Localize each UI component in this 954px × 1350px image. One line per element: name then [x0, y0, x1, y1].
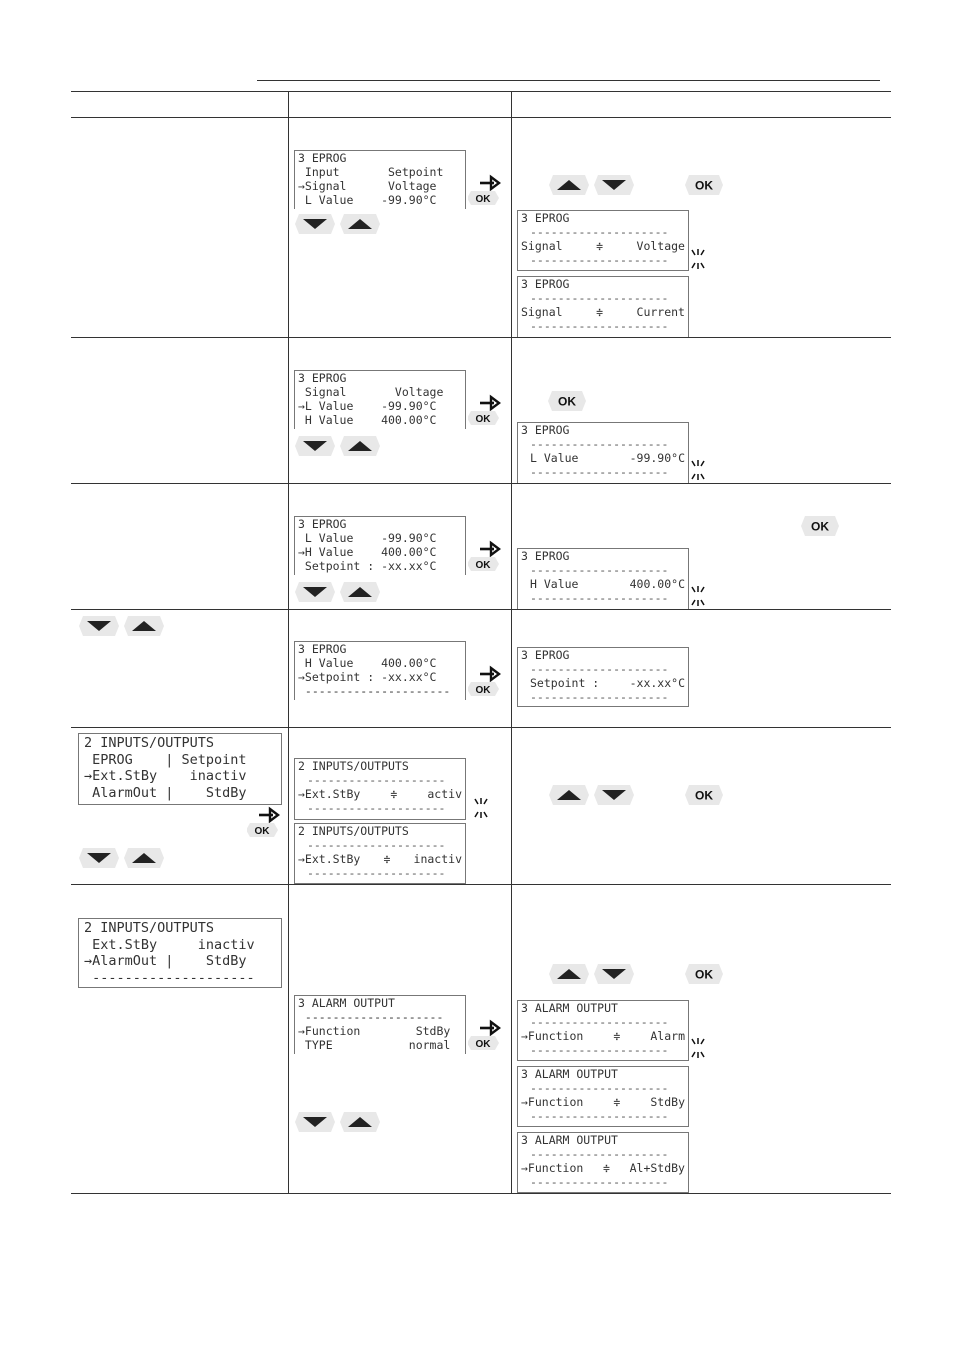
- right-arrow-ok-icon[interactable]: OK: [467, 1018, 502, 1052]
- svg-text:OK: OK: [476, 414, 492, 425]
- blink-icon: [689, 247, 707, 271]
- down-arrow-button-icon[interactable]: [79, 848, 119, 868]
- blink-icon: [689, 458, 707, 482]
- lcd-screen-eprog-l-value: 3 EPROG Signal Voltage →L Value -99.90°C…: [294, 370, 466, 429]
- lcd-screen-extstby-inactiv: 2 INPUTS/OUTPUTS -------------------- →E…: [294, 823, 466, 884]
- lcd-screen-alarm-output-function: 3 ALARM OUTPUT -------------------- →Fun…: [294, 995, 466, 1054]
- down-arrow-button-icon[interactable]: [594, 175, 634, 195]
- svg-text:OK: OK: [811, 520, 829, 534]
- table-header-line: [71, 117, 891, 118]
- svg-text:OK: OK: [695, 179, 713, 193]
- lcd-screen-function-alarm: 3 ALARM OUTPUT -------------------- →Fun…: [517, 1000, 689, 1061]
- up-arrow-button-icon[interactable]: [124, 616, 164, 636]
- down-arrow-button-icon[interactable]: [594, 964, 634, 984]
- row-divider: [71, 727, 891, 728]
- up-arrow-button-icon[interactable]: [340, 214, 380, 234]
- right-arrow-ok-icon[interactable]: OK: [467, 664, 502, 698]
- down-arrow-button-icon[interactable]: [594, 785, 634, 805]
- blink-icon: [689, 1036, 707, 1060]
- lcd-screen-eprog-signal: 3 EPROG Input Setpoint →Signal Voltage L…: [294, 150, 466, 209]
- ok-button-icon[interactable]: OK: [685, 785, 723, 805]
- down-arrow-button-icon[interactable]: [295, 436, 335, 456]
- right-arrow-ok-icon[interactable]: OK: [467, 539, 502, 573]
- up-arrow-button-icon[interactable]: [340, 582, 380, 602]
- down-arrow-button-icon[interactable]: [295, 582, 335, 602]
- up-arrow-button-icon[interactable]: [549, 175, 589, 195]
- header-rule: [257, 80, 880, 81]
- svg-text:OK: OK: [476, 560, 492, 571]
- lcd-screen-function-al-stdby: 3 ALARM OUTPUT -------------------- →Fun…: [517, 1132, 689, 1193]
- svg-text:OK: OK: [558, 395, 576, 409]
- lcd-screen-setpoint-view: 3 EPROG -------------------- Setpoint :-…: [517, 647, 689, 707]
- lcd-screen-signal-voltage: 3 EPROG -------------------- Signal≑Volt…: [517, 210, 689, 271]
- lcd-screen-signal-current: 3 EPROG -------------------- Signal≑Curr…: [517, 276, 689, 337]
- row-divider: [71, 884, 891, 885]
- lcd-screen-function-stdby: 3 ALARM OUTPUT -------------------- →Fun…: [517, 1066, 689, 1127]
- svg-text:OK: OK: [476, 1039, 492, 1050]
- column-divider: [288, 91, 289, 1193]
- ok-button-icon[interactable]: OK: [548, 391, 586, 411]
- lcd-screen-eprog-h-value: 3 EPROG L Value -99.90°C →H Value 400.00…: [294, 516, 466, 575]
- svg-text:OK: OK: [255, 826, 271, 837]
- right-arrow-ok-icon[interactable]: OK: [246, 805, 281, 839]
- row-divider: [71, 337, 891, 338]
- row-divider: [71, 609, 891, 610]
- svg-text:OK: OK: [695, 968, 713, 982]
- blink-icon: [689, 584, 707, 608]
- ok-button-icon[interactable]: OK: [801, 516, 839, 536]
- table-bottom-line: [71, 1193, 891, 1194]
- up-arrow-button-icon[interactable]: [124, 848, 164, 868]
- right-arrow-ok-icon[interactable]: OK: [467, 173, 502, 207]
- blink-icon: [472, 796, 490, 820]
- svg-text:OK: OK: [695, 789, 713, 803]
- lcd-screen-eprog-setpoint: 3 EPROG H Value 400.00°C →Setpoint : -xx…: [294, 641, 466, 700]
- ok-button-icon[interactable]: OK: [685, 175, 723, 195]
- lcd-screen-inputs-outputs-extstby: 2 INPUTS/OUTPUTS EPROG | Setpoint →Ext.S…: [78, 733, 282, 805]
- lcd-screen-inputs-outputs-alarmout: 2 INPUTS/OUTPUTS Ext.StBy inactiv →Alarm…: [78, 918, 282, 988]
- right-arrow-ok-icon[interactable]: OK: [467, 393, 502, 427]
- table-top-line: [71, 91, 891, 92]
- svg-text:OK: OK: [476, 194, 492, 205]
- down-arrow-button-icon[interactable]: [295, 1112, 335, 1132]
- up-arrow-button-icon[interactable]: [549, 785, 589, 805]
- down-arrow-button-icon[interactable]: [295, 214, 335, 234]
- lcd-screen-l-value-edit: 3 EPROG -------------------- L Value-99.…: [517, 422, 689, 483]
- ok-button-icon[interactable]: OK: [685, 964, 723, 984]
- down-arrow-button-icon[interactable]: [79, 616, 119, 636]
- lcd-screen-extstby-activ: 2 INPUTS/OUTPUTS -------------------- →E…: [294, 758, 466, 820]
- up-arrow-button-icon[interactable]: [549, 964, 589, 984]
- row-divider: [71, 483, 891, 484]
- up-arrow-button-icon[interactable]: [340, 1112, 380, 1132]
- column-divider: [511, 91, 512, 1193]
- up-arrow-button-icon[interactable]: [340, 436, 380, 456]
- svg-text:OK: OK: [476, 685, 492, 696]
